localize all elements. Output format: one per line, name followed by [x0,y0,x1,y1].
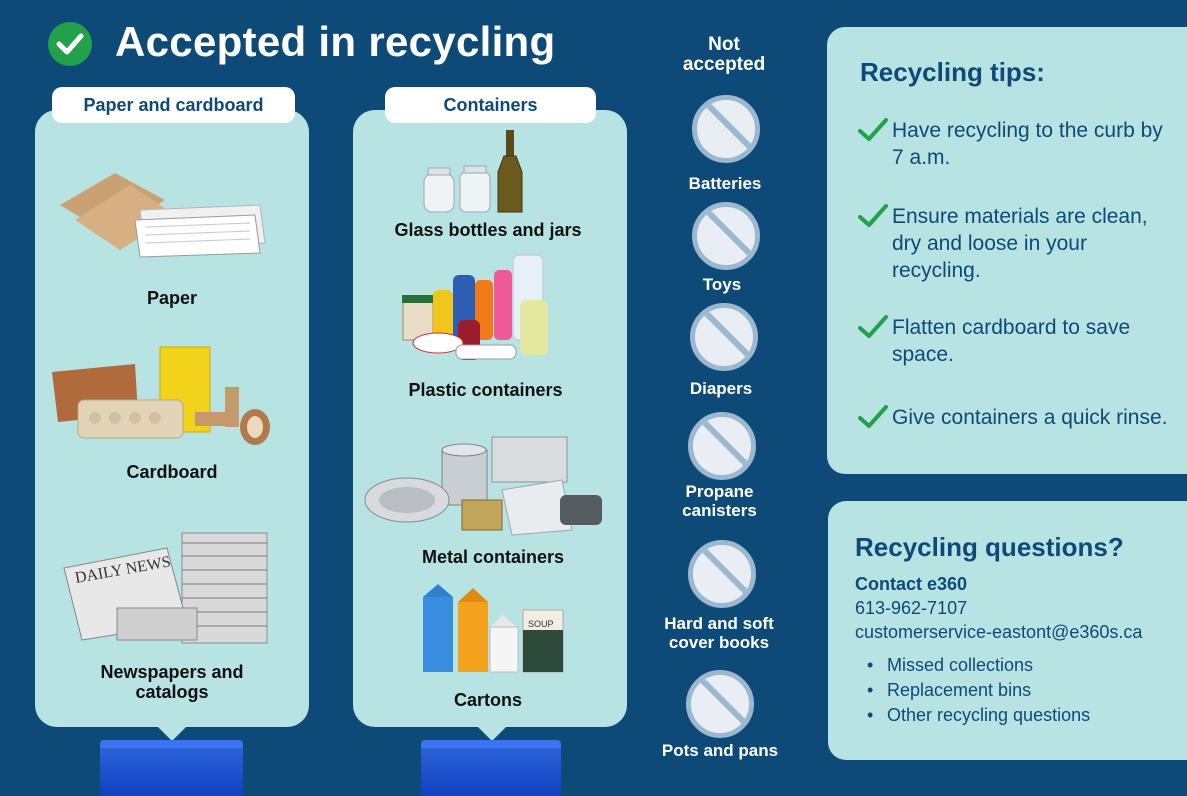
tips-title: Recycling tips: [860,57,1045,87]
recycling-bin [421,740,561,796]
tip-item: Give containers a quick rinse. [858,404,1173,435]
item-cartons: Cartons [453,690,522,710]
page-title: Accepted in recycling [115,18,556,65]
tip-text: Give containers a quick rinse. [892,406,1168,429]
list-item: Other recycling questions [867,703,1090,728]
containers-tab: Containers [385,87,596,123]
item-paper: Paper [146,288,198,308]
svg-text:SOUP: SOUP [528,619,554,629]
no-pots-icon [686,670,754,738]
cardboard-illustration [52,346,270,445]
no-propane-icon [688,412,756,480]
na-batteries: Batteries [688,174,762,193]
containers-panel [353,110,627,727]
tip-text: Ensure materials are clean, dry and loos… [892,205,1148,282]
tip-item: Ensure materials are clean, dry and loos… [858,203,1173,284]
na-pots: Pots and pans [661,741,779,760]
tips-panel [827,27,1187,474]
panel-pointer [158,727,186,741]
no-books-icon [688,540,756,608]
plastic-illustration [402,254,548,360]
checkmark-icon [858,203,892,234]
cartons-illustration: SOUP [423,584,564,673]
no-batteries-icon [692,95,760,163]
no-diapers-icon [690,303,758,371]
tip-text: Flatten cardboard to save space. [892,316,1131,366]
tip-item: Have recycling to the curb by 7 a.m. [858,117,1173,171]
tip-text: Have recycling to the curb by 7 a.m. [892,119,1163,169]
not-accepted-heading: Not accepted [682,34,766,75]
checkmark-icon [48,22,92,66]
item-glass: Glass bottles and jars [394,220,582,240]
tip-item: Flatten cardboard to save space. [858,314,1173,368]
paper-illustration [60,173,266,258]
recycling-bin [100,740,243,796]
glass-illustration [423,130,523,213]
item-newspapers: Newspapers and catalogs [100,662,244,702]
checkmark-icon [858,117,892,148]
questions-title: Recycling questions? [855,532,1124,562]
list-item: Missed collections [867,653,1090,678]
checkmark-icon [858,404,892,435]
contact-email[interactable]: customerservice-eastont@e360s.ca [855,622,1143,642]
contact-phone[interactable]: 613-962-7107 [855,598,968,618]
contact-label: Contact e360 [855,574,968,594]
checkmark-icon [858,314,892,345]
list-item: Replacement bins [867,678,1090,703]
metal-illustration [364,436,602,536]
na-books: Hard and soft cover books [664,614,774,652]
item-cardboard: Cardboard [126,462,218,482]
newspapers-illustration: DAILY NEWS [63,532,268,644]
item-metal: Metal containers [421,547,565,567]
na-diapers: Diapers [689,379,753,398]
paper-tab: Paper and cardboard [52,87,295,123]
no-toys-icon [692,202,760,270]
panel-pointer [478,727,506,741]
item-plastic: Plastic containers [408,380,563,400]
na-propane: Propane canisters [682,482,757,520]
questions-list: Missed collections Replacement bins Othe… [867,653,1090,728]
na-toys: Toys [702,275,742,294]
